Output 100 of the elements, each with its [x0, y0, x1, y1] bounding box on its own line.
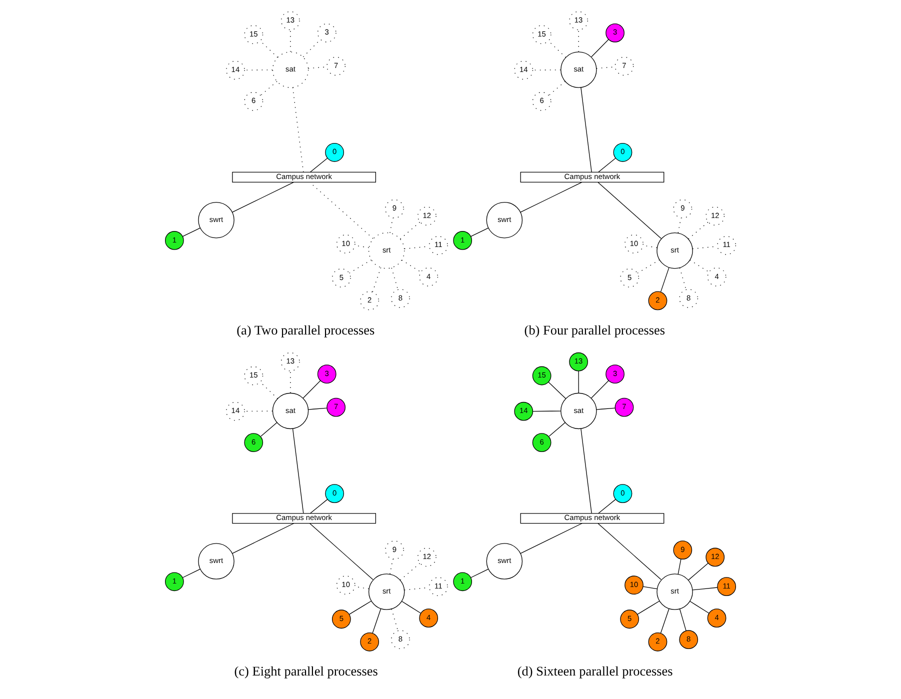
label: (b) Four parallel processes [524, 322, 666, 338]
node-circle: 11 [428, 577, 448, 596]
connector [260, 382, 278, 399]
connector [596, 408, 616, 410]
connector [391, 608, 398, 632]
node-circle: 13 [569, 11, 588, 30]
node-circle: 13 [280, 352, 300, 372]
node-circle: swrt [198, 202, 234, 238]
node-circle: 7 [614, 56, 634, 76]
node-circle: 9 [385, 199, 404, 218]
connector [372, 267, 382, 292]
connector [637, 600, 660, 615]
node-circle: 0 [613, 142, 632, 162]
connector [690, 260, 710, 272]
node-circle: swrt [198, 543, 234, 580]
connector [679, 268, 686, 290]
connector [400, 222, 420, 240]
node-circle: 8 [679, 289, 698, 308]
connector [390, 558, 394, 574]
connector [548, 382, 566, 399]
node-circle: 7 [326, 398, 346, 417]
node-circle: 10 [624, 576, 644, 595]
node-circle: srt [368, 574, 405, 610]
node-circle: 8 [391, 289, 410, 308]
node-circle: 2 [648, 632, 668, 652]
node-circle: 5 [620, 268, 640, 288]
node-box: Campus network [520, 513, 664, 524]
node-circle: srt [656, 574, 693, 610]
node-circle: 14 [514, 402, 534, 421]
node-circle: 3 [606, 364, 624, 384]
connector [660, 267, 670, 292]
connector [470, 568, 489, 578]
node-circle: 15 [244, 25, 264, 44]
connector [401, 260, 421, 272]
node-circle: swrt [486, 202, 523, 238]
connector [642, 586, 658, 590]
node-box: Campus network [232, 172, 376, 182]
connector [692, 587, 718, 590]
connector [244, 410, 273, 412]
node-circle: 11 [717, 236, 736, 255]
node-circle: 6 [532, 92, 552, 111]
node-circle: 11 [428, 236, 448, 255]
node-circle: 8 [391, 630, 410, 650]
node-circle: 12 [418, 548, 436, 567]
connector [520, 523, 582, 554]
connector [591, 39, 609, 58]
node-circle: sat [560, 52, 597, 88]
node-circle: 1 [453, 231, 472, 250]
connector [591, 380, 609, 398]
node-circle: 11 [717, 577, 736, 596]
connector [182, 568, 201, 578]
connector [310, 523, 374, 580]
node-circle: 2 [648, 291, 668, 310]
connector [578, 30, 579, 52]
connector [260, 40, 278, 58]
connector [292, 428, 304, 514]
connector [637, 260, 660, 274]
node-circle: srt [656, 232, 693, 269]
node-circle: 7 [614, 398, 634, 417]
node-circle: 10 [624, 234, 644, 254]
connector [310, 158, 328, 172]
connector [232, 523, 294, 554]
connector [580, 87, 592, 172]
node-circle: srt [368, 232, 405, 269]
connector [401, 600, 421, 614]
label: (d) Sixteen parallel processes [517, 664, 673, 679]
connector [260, 81, 278, 96]
node-circle: 4 [419, 608, 438, 628]
connector [349, 600, 372, 615]
connector [182, 228, 201, 237]
node-circle: 0 [325, 484, 344, 503]
node-circle: 13 [569, 352, 588, 372]
node-circle: 7 [326, 56, 346, 76]
connector [598, 523, 662, 580]
node-circle: 4 [419, 267, 438, 286]
node-circle: 0 [613, 484, 632, 503]
connector [349, 260, 372, 274]
connector [678, 558, 682, 574]
connector [470, 228, 489, 237]
connector [232, 182, 294, 213]
node-circle: 2 [360, 291, 379, 310]
node-circle: 10 [336, 576, 356, 595]
node-circle: 6 [244, 92, 264, 111]
connector [400, 562, 420, 580]
node-circle: 10 [336, 234, 356, 254]
node-circle: 14 [226, 60, 245, 80]
connector [302, 380, 321, 398]
connector [660, 608, 670, 634]
node-circle: 5 [332, 610, 351, 629]
node-circle: 3 [606, 23, 624, 42]
label: (a) Two parallel processes [236, 322, 375, 338]
node-circle: 6 [532, 433, 552, 452]
connector [520, 182, 582, 213]
connector [690, 600, 710, 614]
connector [308, 408, 328, 410]
label: (c) Eight parallel processes [234, 664, 378, 679]
node-circle: 12 [706, 548, 725, 567]
connector [688, 222, 708, 240]
node-circle: sat [560, 392, 597, 430]
node-circle: sat [272, 392, 309, 430]
